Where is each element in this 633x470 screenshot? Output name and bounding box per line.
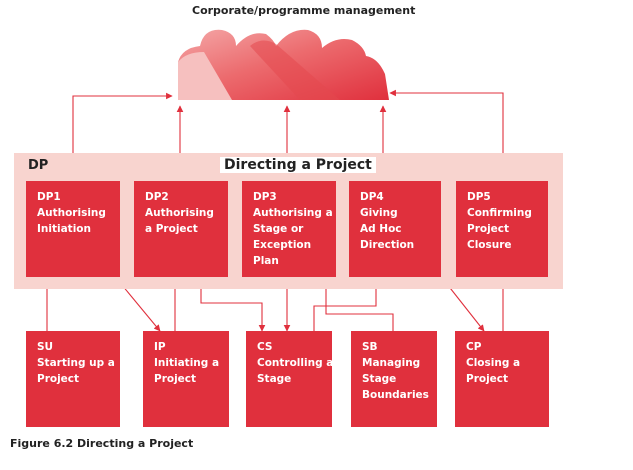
box-line: Plan — [253, 255, 279, 267]
box-code: SU — [37, 341, 54, 353]
box-line: Direction — [360, 239, 415, 251]
figure-caption: Figure 6.2 Directing a Project — [10, 437, 194, 450]
box-line: Project — [154, 373, 197, 385]
box-line: Authorising a — [253, 207, 333, 219]
box-line: Confirming — [467, 207, 532, 219]
ip-box[interactable]: IP Initiating a Project — [143, 331, 229, 427]
box-code: DP5 — [467, 191, 491, 203]
box-code: DP2 — [145, 191, 169, 203]
dp3-box[interactable]: DP3 Authorising a Stage or Exception Pla… — [242, 181, 336, 277]
box-line: Starting up a — [37, 357, 115, 369]
box-line: Boundaries — [362, 389, 429, 401]
box-line: Giving — [360, 207, 398, 219]
sb-box[interactable]: SB Managing Stage Boundaries — [351, 331, 437, 427]
box-code: DP4 — [360, 191, 384, 203]
dp1-box[interactable]: DP1 Authorising Initiation — [26, 181, 120, 277]
box-line: Authorising — [37, 207, 106, 219]
box-line: Authorising — [145, 207, 214, 219]
box-code: IP — [154, 341, 166, 353]
band-code: DP — [28, 158, 49, 173]
box-line: Initiating a — [154, 357, 220, 369]
box-line: Project — [37, 373, 80, 385]
box-line: Exception — [253, 239, 312, 251]
box-code: CP — [466, 341, 482, 353]
box-line: Ad Hoc — [360, 223, 402, 235]
box-line: Project — [466, 373, 509, 385]
box-line: a Project — [145, 223, 198, 235]
people-silhouette-icon — [178, 29, 389, 100]
box-line: Stage — [362, 373, 397, 385]
box-line: Closing a — [466, 357, 521, 369]
box-line: Project — [467, 223, 510, 235]
su-box[interactable]: SU Starting up a Project — [26, 331, 120, 427]
corporate-management-label: Corporate/programme management — [192, 4, 416, 17]
box-line: Initiation — [37, 223, 91, 235]
box-line: Controlling a — [257, 357, 334, 369]
box-line: Stage or — [253, 223, 304, 235]
box-code: SB — [362, 341, 378, 353]
box-code: DP3 — [253, 191, 277, 203]
box-line: Closure — [467, 239, 512, 251]
band-title: Directing a Project — [220, 157, 376, 173]
box-line: Managing — [362, 357, 421, 369]
dp4-box[interactable]: DP4 Giving Ad Hoc Direction — [349, 181, 441, 277]
cs-box[interactable]: CS Controlling a Stage — [246, 331, 334, 427]
box-line: Stage — [257, 373, 292, 385]
dp2-box[interactable]: DP2 Authorising a Project — [134, 181, 228, 277]
cp-box[interactable]: CP Closing a Project — [455, 331, 549, 427]
dp5-box[interactable]: DP5 Confirming Project Closure — [456, 181, 548, 277]
box-code: CS — [257, 341, 273, 353]
box-code: DP1 — [37, 191, 61, 203]
